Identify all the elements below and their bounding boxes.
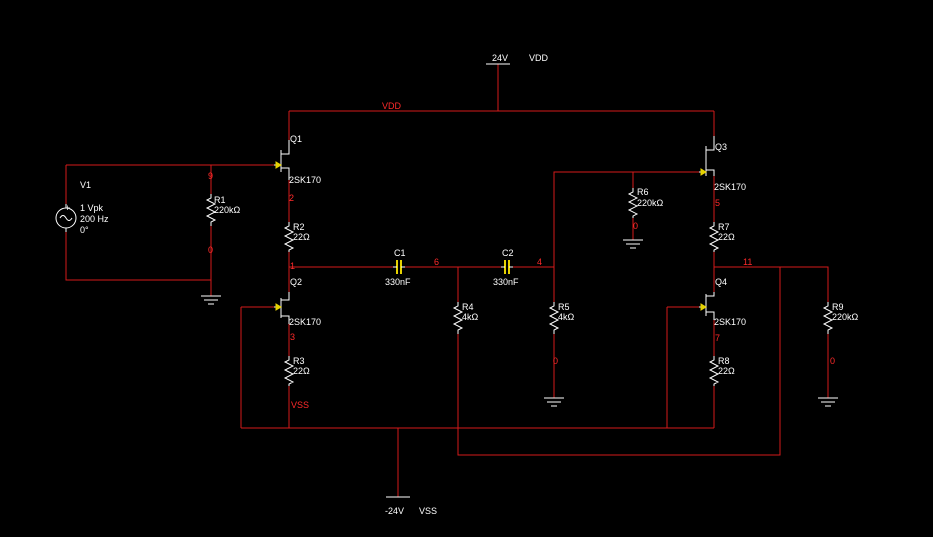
q2-ref: Q2 bbox=[290, 277, 302, 287]
net-label-vdd: VDD bbox=[382, 101, 402, 111]
resistor-r3[interactable]: R3 22Ω bbox=[283, 356, 310, 386]
ground-r9 bbox=[818, 397, 838, 407]
source-phase: 0° bbox=[80, 225, 89, 235]
net-label-9: 9 bbox=[208, 171, 213, 181]
wire-node11-out[interactable] bbox=[714, 266, 829, 302]
net-label-4: 4 bbox=[537, 257, 542, 267]
resistor-r4[interactable]: R4 4kΩ bbox=[452, 302, 479, 334]
r4-ref: R4 bbox=[462, 302, 474, 312]
r5-value: 4kΩ bbox=[558, 312, 575, 322]
source-amplitude: 1 Vpk bbox=[80, 203, 104, 213]
q4-model: 2SK170 bbox=[714, 317, 746, 327]
net-label-0-input: 0 bbox=[208, 245, 213, 255]
wire-r4-bottom[interactable] bbox=[457, 267, 781, 456]
r1-value: 220kΩ bbox=[214, 205, 241, 215]
r1-ref: R1 bbox=[214, 195, 226, 205]
net-label-2: 2 bbox=[289, 193, 294, 203]
wire-input-left-lower[interactable] bbox=[65, 232, 211, 281]
r8-value: 22Ω bbox=[718, 366, 735, 376]
vdd-supply-value: 24V bbox=[492, 53, 508, 63]
vdd-supply[interactable]: 24V VDD bbox=[486, 53, 549, 65]
ground-r6 bbox=[623, 239, 643, 249]
resistor-r1[interactable]: R1 220kΩ bbox=[205, 194, 241, 226]
net-label-0-r9: 0 bbox=[830, 356, 835, 366]
q2-model: 2SK170 bbox=[289, 317, 321, 327]
net-label-0-r6: 0 bbox=[633, 221, 638, 231]
net-label-6: 6 bbox=[434, 257, 439, 267]
vss-supply-name: VSS bbox=[419, 506, 437, 516]
resistor-r7[interactable]: R7 22Ω bbox=[708, 222, 735, 252]
ground-r1 bbox=[201, 295, 221, 305]
resistor-r2[interactable]: R2 22Ω bbox=[283, 222, 310, 252]
source-ref: V1 bbox=[80, 180, 91, 190]
net-label-5: 5 bbox=[715, 198, 720, 208]
r2-ref: R2 bbox=[293, 222, 305, 232]
resistor-r5[interactable]: R5 4kΩ bbox=[548, 302, 575, 334]
r4-value: 4kΩ bbox=[462, 312, 479, 322]
transistor-q3[interactable]: Q3 2SK170 bbox=[699, 136, 746, 192]
r6-ref: R6 bbox=[637, 187, 649, 197]
c1-value: 330nF bbox=[385, 277, 411, 287]
r9-value: 220kΩ bbox=[832, 312, 859, 322]
q4-ref: Q4 bbox=[715, 277, 727, 287]
source-v1[interactable]: + V1 1 Vpk 200 Hz 0° bbox=[55, 180, 109, 235]
transistor-q4[interactable]: Q4 2SK170 bbox=[699, 277, 746, 327]
net-label-3: 3 bbox=[290, 332, 295, 342]
r2-value: 22Ω bbox=[293, 232, 310, 242]
transistor-q2[interactable]: Q2 2SK170 bbox=[274, 277, 321, 327]
source-plus-icon: + bbox=[65, 203, 70, 213]
resistor-r6[interactable]: R6 220kΩ bbox=[627, 187, 664, 218]
q1-ref: Q1 bbox=[290, 134, 302, 144]
r7-ref: R7 bbox=[718, 222, 730, 232]
net-labels: VDD VSS 9 0 2 1 3 6 4 0 0 5 11 7 0 bbox=[208, 101, 835, 410]
wires bbox=[65, 64, 829, 497]
net-label-7: 7 bbox=[715, 333, 720, 343]
q3-ref: Q3 bbox=[715, 142, 727, 152]
net-label-1: 1 bbox=[290, 261, 295, 271]
r8-ref: R8 bbox=[718, 356, 730, 366]
r6-value: 220kΩ bbox=[637, 198, 664, 208]
r5-ref: R5 bbox=[558, 302, 570, 312]
net-label-0-r5: 0 bbox=[553, 356, 558, 366]
capacitor-c1[interactable]: C1 330nF bbox=[385, 248, 411, 287]
vdd-supply-name: VDD bbox=[529, 53, 549, 63]
ground-r5 bbox=[544, 397, 564, 407]
net-label-11: 11 bbox=[743, 257, 752, 267]
q3-model: 2SK170 bbox=[714, 182, 746, 192]
c2-value: 330nF bbox=[493, 277, 519, 287]
q1-model: 2SK170 bbox=[289, 175, 321, 185]
r7-value: 22Ω bbox=[718, 232, 735, 242]
r3-ref: R3 bbox=[293, 356, 305, 366]
vss-supply[interactable]: -24V VSS bbox=[385, 496, 437, 516]
r9-ref: R9 bbox=[832, 302, 844, 312]
transistor-q1[interactable]: Q1 2SK170 bbox=[274, 134, 321, 185]
capacitor-c2[interactable]: C2 330nF bbox=[493, 248, 519, 287]
vss-supply-value: -24V bbox=[385, 506, 404, 516]
source-frequency: 200 Hz bbox=[80, 214, 109, 224]
resistor-r9[interactable]: R9 220kΩ bbox=[822, 302, 859, 334]
net-label-vss: VSS bbox=[291, 400, 309, 410]
r3-value: 22Ω bbox=[293, 366, 310, 376]
resistor-r8[interactable]: R8 22Ω bbox=[708, 356, 735, 386]
wire-node4-q3-gate[interactable] bbox=[553, 171, 699, 267]
c2-ref: C2 bbox=[502, 248, 514, 258]
c1-ref: C1 bbox=[394, 248, 406, 258]
